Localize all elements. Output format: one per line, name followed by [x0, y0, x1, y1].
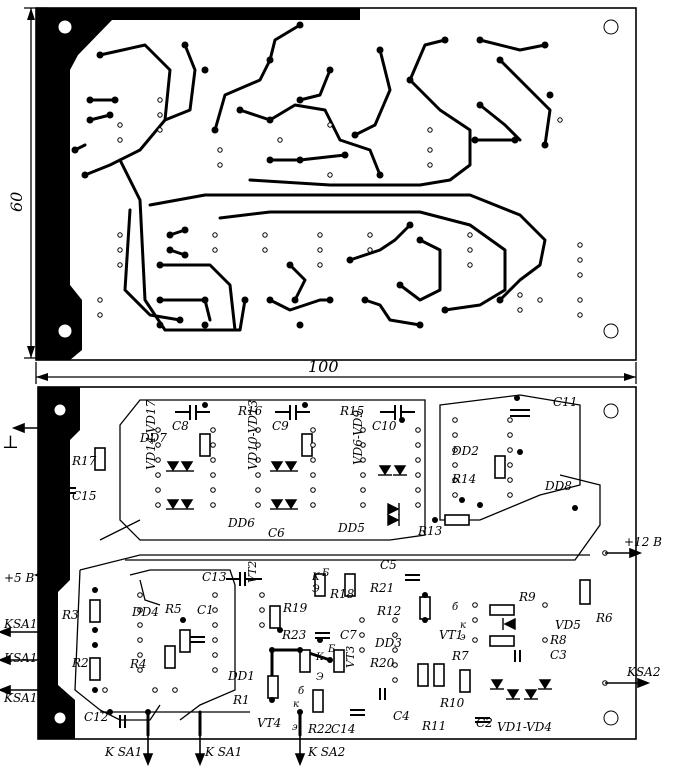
dimension-width-label: 100 — [308, 357, 339, 376]
component-label-22: R6 — [595, 611, 613, 625]
ksa1-left-1-label: KSA1 — [3, 617, 38, 631]
component-label-37: R4 — [129, 657, 147, 671]
component-vlabel-0: VD14-VD17 — [144, 399, 158, 470]
component-label-1: C8 — [172, 419, 189, 433]
component-label-46: C4 — [393, 709, 410, 723]
component-label-43: VT4 — [257, 716, 281, 730]
component-label-26: R3 — [61, 608, 79, 622]
ksa2-bottom-label: K SA2 — [307, 745, 345, 759]
pin-letter-11: э — [292, 722, 298, 733]
pin-letter-1: К — [311, 572, 320, 583]
component-vlabel-1: VD10-VD13 — [246, 399, 260, 470]
component-label-36: R2 — [71, 656, 89, 670]
resistor-symbols — [89, 433, 591, 713]
component-label-48: C2 — [476, 716, 493, 730]
component-label-45: C14 — [331, 722, 355, 736]
component-label-29: R23 — [281, 628, 307, 642]
component-label-9: DD8 — [544, 479, 572, 493]
solder-pads — [62, 395, 578, 715]
component-label-30: C7 — [340, 628, 357, 642]
component-label-24: R5 — [164, 602, 182, 616]
component-label-28: VD5 — [555, 618, 581, 632]
pin-letter-7: к — [460, 620, 466, 631]
component-label-47: R11 — [421, 719, 446, 733]
component-label-49: VD1-VD4 — [497, 720, 552, 734]
component-label-44: R22 — [307, 722, 332, 736]
component-label-4: R15 — [339, 404, 364, 418]
ksa1-left-3-label: KSA1 — [3, 691, 38, 705]
pin-letter-0: Б — [321, 568, 330, 579]
ksa2-right-label: KSA2 — [626, 665, 661, 679]
bottom-board: DD7C8R16C9R15C10C11DD2R14DD8R17C15DD6C6D… — [0, 386, 662, 767]
ksa1-bottom-b-label: K SA1 — [204, 745, 242, 759]
component-label-11: C15 — [72, 489, 96, 503]
connection-arrows — [0, 422, 651, 767]
component-label-8: R14 — [451, 472, 476, 486]
component-label-2: R16 — [237, 404, 263, 418]
pin-letter-10: к — [293, 699, 299, 710]
component-label-31: DD3 — [374, 636, 402, 650]
ksa1-left-2-label: KSA1 — [3, 651, 38, 665]
component-label-34: R7 — [451, 649, 469, 663]
minus5v-label: +5 В — [4, 571, 35, 585]
component-label-23: DD4 — [131, 605, 159, 619]
component-label-14: DD5 — [337, 521, 365, 535]
component-label-18: R18 — [329, 587, 355, 601]
component-label-20: R12 — [376, 604, 401, 618]
top-board — [35, 7, 637, 361]
component-label-5: C10 — [372, 419, 397, 433]
component-label-25: C1 — [197, 603, 214, 617]
pin-letter-9: б — [298, 686, 305, 697]
pin-letter-5: Э — [316, 672, 324, 683]
pin-letter-6: б — [452, 602, 459, 613]
component-label-41: R10 — [439, 696, 465, 710]
pin-letter-2: Э — [312, 584, 320, 595]
component-label-35: C3 — [550, 648, 567, 662]
dimension-height: 60 — [7, 7, 48, 359]
component-label-39: DD1 — [227, 669, 255, 683]
component-label-42: C12 — [84, 710, 108, 724]
pin-letter-4: К — [315, 652, 324, 663]
dimension-height-label: 60 — [7, 192, 26, 212]
component-label-40: R1 — [232, 693, 250, 707]
plus12v-label: +12 В — [624, 535, 662, 549]
component-label-13: C6 — [268, 526, 285, 540]
component-holes — [102, 417, 608, 693]
pin-letter-3: Б — [327, 644, 336, 655]
component-label-12: DD6 — [227, 516, 255, 530]
component-label-33: R8 — [549, 633, 567, 647]
component-label-7: DD2 — [451, 444, 479, 458]
pin-letter-8: э — [460, 632, 466, 643]
component-label-32: VT1 — [439, 628, 463, 642]
component-label-15: R13 — [417, 524, 443, 538]
ksa1-bottom-a-label: K SA1 — [104, 745, 142, 759]
bottom-ground-plane — [38, 387, 80, 739]
component-label-17: C13 — [202, 570, 227, 584]
component-label-38: R20 — [369, 656, 395, 670]
dimension-width: 100 — [35, 357, 637, 384]
component-label-6: C11 — [553, 395, 577, 409]
ground-label: ⊥ — [2, 432, 19, 453]
diode-symbols — [166, 461, 552, 700]
component-vlabel-2: VD6-VD9 — [351, 410, 365, 465]
component-label-27: R19 — [282, 601, 308, 615]
component-label-0: DD7 — [139, 431, 167, 445]
component-label-10: R17 — [71, 454, 97, 468]
component-vlabel-4: VT3 — [344, 646, 357, 668]
component-label-19: R21 — [369, 581, 394, 595]
component-label-3: C9 — [272, 419, 289, 433]
component-label-21: R9 — [518, 590, 536, 604]
component-vlabel-3: VT2 — [246, 561, 259, 583]
component-label-16: C5 — [380, 558, 397, 572]
